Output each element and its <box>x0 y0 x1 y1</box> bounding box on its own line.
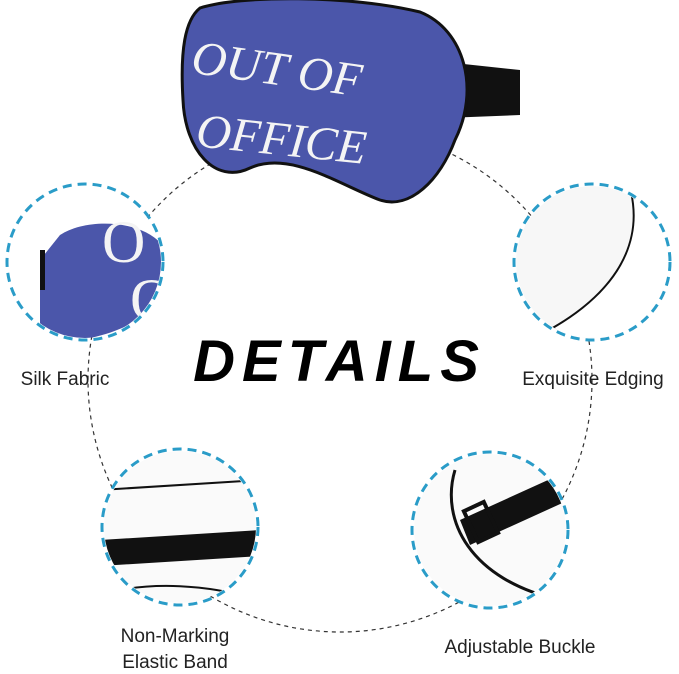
detail-exquisite-edging <box>516 186 668 338</box>
sleep-mask-image: OUT OF OFFICE <box>180 0 520 204</box>
detail-elastic-band <box>104 451 256 603</box>
svg-text:O: O <box>130 267 173 333</box>
feature-label-silk-fabric: Silk Fabric <box>20 369 110 390</box>
feature-label-adjustable-buckle: Adjustable Buckle <box>444 637 596 658</box>
feature-label-elastic-band: Elastic Band <box>122 652 228 673</box>
details-heading: DETAILS <box>193 329 486 394</box>
feature-label-exquisite-edging: Exquisite Edging <box>522 369 664 390</box>
detail-silk-fabric: O O <box>9 186 173 338</box>
detail-adjustable-buckle <box>414 454 566 606</box>
feature-label-non-marking: Non-Marking <box>120 626 230 647</box>
svg-text:O: O <box>102 209 145 275</box>
